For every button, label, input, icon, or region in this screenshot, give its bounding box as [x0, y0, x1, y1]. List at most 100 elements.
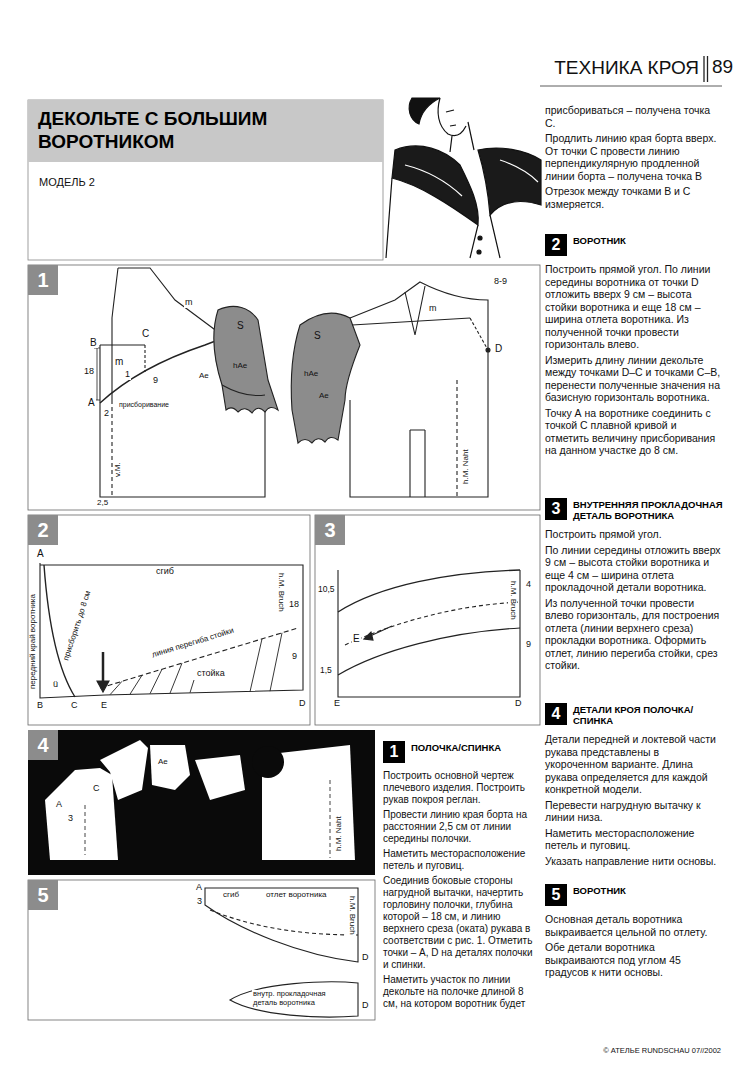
section-title: ДЕТАЛИ КРОЯ ПОЛОЧКА/СПИНКА: [573, 703, 723, 726]
text-column: 5ВОРОТНИКОсновная деталь воротника выкра…: [545, 876, 723, 982]
body-paragraph: Наметить месторасположение петель и пуго…: [383, 848, 540, 872]
grain-line: [85, 780, 330, 858]
stand-curve: [338, 628, 520, 675]
body-paragraph: Детали передней и локтевой части рукава …: [545, 733, 723, 796]
drawing-label: h.M. Bruch: [347, 895, 356, 936]
drawing-label: 18: [288, 600, 300, 610]
drawing-label: 3: [196, 897, 203, 907]
text-column: присбориваться – получена точка С.Продли…: [545, 104, 723, 213]
interfacing-draft: [338, 570, 520, 697]
button: [478, 236, 482, 240]
drawing-label: A: [87, 397, 96, 408]
header-bar: [703, 56, 704, 82]
interfacing-outline: [338, 570, 520, 697]
page-heading: МОДЕЛЬ 2: [38, 176, 96, 188]
center-front-dashed: [111, 400, 112, 497]
front-outline: [100, 345, 265, 497]
drawing-label: S: [313, 330, 322, 341]
drawing-label: m: [114, 356, 124, 367]
drawing-label: 8-9: [493, 277, 508, 287]
drawing-label: h.M. Bruch: [508, 580, 517, 621]
pointer-arrow: [102, 652, 105, 684]
figure-frame: [28, 265, 540, 510]
figure-number: 5: [28, 880, 58, 910]
drawing-label: сгиб: [222, 891, 240, 900]
drawing-label: 9: [152, 376, 159, 386]
back-outline: [350, 282, 488, 497]
line-cb: [100, 344, 145, 345]
drawing-label: E: [352, 633, 361, 644]
section-title: ПОЛОЧКА/СПИНКА: [411, 741, 501, 753]
page-heading: © АТЕЛЬЕ RUNDSCHAU 07//2002: [602, 1047, 722, 1055]
drawing-label: 4: [525, 580, 532, 590]
page-heading: ТЕХНИКА КРОЯ: [553, 58, 700, 79]
sleeve-piece: [100, 740, 148, 800]
armhole-cutout: [252, 746, 284, 778]
drawing-label: hAe: [303, 370, 319, 379]
drawing-label: 9: [525, 640, 532, 650]
drawing-label: hAe: [232, 362, 248, 371]
center-front: [112, 268, 118, 400]
drawing-label: B: [89, 337, 98, 348]
figure-number: 3: [315, 515, 345, 545]
section-title: ВОРОТНИК: [573, 884, 626, 896]
header-bar: [707, 56, 708, 82]
upper-edge-curve: [338, 570, 520, 612]
drawing-label: внутр. прокладочная деталь воротника: [252, 990, 346, 1007]
header-rule: [540, 86, 722, 87]
collar-right: [478, 148, 541, 215]
back-pattern: [291, 282, 490, 497]
drawing-label: передний край воротника: [29, 593, 38, 690]
drawing-label: 10,5: [317, 585, 336, 594]
body-paragraph: Построить прямой угол.: [545, 528, 723, 541]
drawing-label: D: [361, 1001, 370, 1011]
body-paragraph: Соединив боковые стороны нагрудной вытач…: [383, 875, 540, 971]
section-heading: 2ВОРОТНИК: [545, 234, 723, 256]
section-number: 4: [37, 735, 48, 755]
drawing-label: 2,5: [96, 499, 109, 508]
collar-piece: [205, 888, 358, 962]
body-paragraph: Отрезок между точками В и С измеряется.: [545, 185, 723, 210]
point-d: [486, 348, 490, 352]
body-paragraph: Перевести нагрудную вытачку к линии низа…: [545, 799, 723, 824]
collar-draft: [40, 563, 303, 698]
drawing-label: присборивание: [118, 401, 170, 409]
armhole: [222, 385, 265, 396]
section-number: 2: [545, 234, 567, 256]
drawing-label: B: [36, 701, 44, 711]
body-paragraph: Наметить участок по линии декольте на по…: [383, 974, 540, 1010]
section-number: 4: [545, 703, 567, 725]
shoulder-raglan-line: [118, 268, 222, 335]
drawing-label: 9: [291, 652, 298, 662]
section-title: ВНУТРЕННЯЯ ПРОКЛАДОЧНАЯ ДЕТАЛЬ ВОРОТНИКА: [573, 498, 723, 521]
page-title: ДЕКОЛЬТЕ С БОЛЬШИМ ВОРОТНИКОМ: [38, 108, 338, 154]
section-number: 3: [545, 498, 567, 520]
face-detail: [446, 110, 456, 126]
drawing-label: h.M. Naht: [335, 815, 344, 852]
title-frame: [28, 100, 383, 260]
body-paragraph: Точку А на воротнике соединить с точкой …: [545, 407, 723, 457]
button: [477, 250, 481, 254]
drawing-label: C: [92, 784, 101, 794]
pointer-arrowhead: [364, 632, 373, 640]
drawing-label: стойка: [196, 669, 226, 679]
drawing-label: Ae: [157, 758, 169, 767]
drawing-label: D: [298, 699, 307, 709]
drawing-label: ü: [52, 680, 59, 690]
drawing-label: m: [428, 304, 438, 314]
neck: [450, 122, 474, 152]
section-number: 1: [37, 270, 48, 290]
drawing-label: D: [361, 953, 370, 963]
front-pattern: [94, 268, 278, 497]
sleeve-front: [214, 306, 278, 413]
dart: [405, 286, 425, 335]
figure-number: 4: [28, 730, 58, 760]
drawing-label: 1,5: [319, 666, 333, 675]
neckline: [100, 340, 218, 403]
collar-highlight: [405, 160, 538, 196]
drawing-label: A: [36, 548, 45, 559]
section-number: 1: [383, 741, 405, 763]
drawing-label: присборить до 8 см: [62, 589, 93, 663]
section-number: 3: [324, 520, 335, 540]
collar-pieces: [205, 888, 358, 1017]
